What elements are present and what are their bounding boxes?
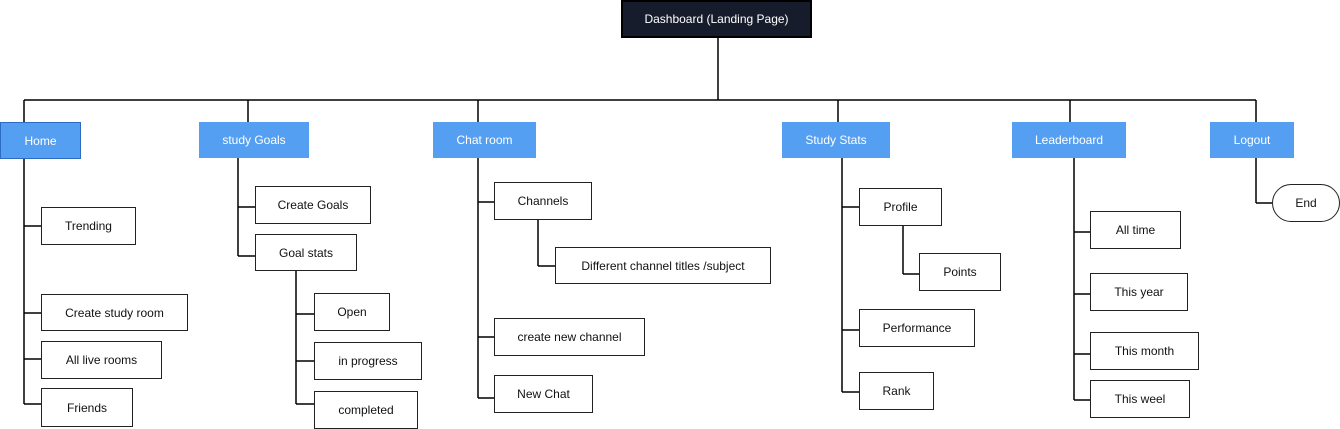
completed-node: completed (314, 391, 418, 429)
rank-node: Rank (859, 372, 934, 410)
points-node: Points (919, 253, 1001, 291)
goal-stats-node: Goal stats (255, 234, 357, 271)
end-terminal-node: End (1272, 184, 1340, 222)
in-progress-node: in progress (314, 342, 422, 380)
channel-titles-node: Different channel titles /subject (555, 247, 771, 284)
dashboard-root-node: Dashboard (Landing Page) (621, 0, 812, 38)
channels-node: Channels (494, 182, 592, 220)
study-goals-node: study Goals (199, 122, 309, 158)
logout-node: Logout (1210, 122, 1294, 158)
create-goals-node: Create Goals (255, 186, 371, 224)
performance-node: Performance (859, 309, 975, 347)
all-time-node: All time (1090, 211, 1181, 249)
chat-room-node: Chat room (433, 122, 536, 158)
new-chat-node: New Chat (494, 375, 593, 413)
profile-node: Profile (859, 188, 942, 226)
friends-node: Friends (41, 388, 133, 427)
study-stats-node: Study Stats (782, 122, 890, 158)
open-node: Open (314, 293, 390, 331)
this-month-node: This month (1090, 332, 1199, 370)
create-study-room-node: Create study room (41, 294, 188, 331)
all-live-rooms-node: All live rooms (41, 341, 162, 379)
this-weel-node: This weel (1090, 380, 1190, 418)
this-year-node: This year (1090, 273, 1188, 311)
trending-node: Trending (41, 207, 136, 245)
create-new-channel-node: create new channel (494, 318, 645, 356)
leaderboard-node: Leaderboard (1012, 122, 1126, 158)
home-node: Home (0, 122, 81, 159)
